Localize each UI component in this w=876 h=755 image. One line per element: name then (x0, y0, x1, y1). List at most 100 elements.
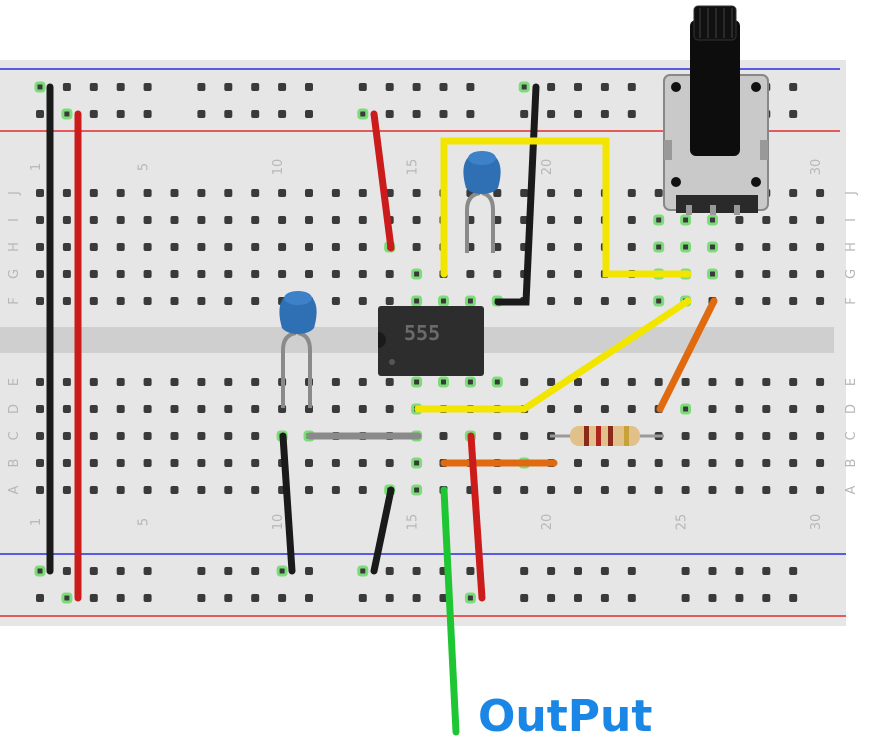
breadboard-hole (278, 270, 287, 278)
breadboard-hole (36, 432, 44, 440)
row-letter-label: B (844, 459, 859, 468)
breadboard-hole (520, 110, 529, 118)
breadboard-hole (89, 189, 98, 197)
breadboard-hole (600, 110, 609, 118)
breadboard-hole (735, 378, 744, 386)
breadboard-hole (816, 270, 825, 278)
breadboard-hole (574, 378, 582, 386)
breadboard-hole (170, 486, 179, 494)
breadboard-hole (789, 216, 798, 224)
breadboard-hole (547, 567, 556, 575)
breadboard-hole (412, 110, 421, 118)
breadboard-hole (708, 459, 717, 467)
row-letter-label: D (844, 404, 859, 414)
breadboard-hole (358, 216, 367, 224)
breadboard-hole (89, 594, 98, 602)
breadboard-hole (789, 270, 798, 278)
breadboard-hole (412, 189, 421, 197)
breadboard-hole (224, 83, 233, 91)
breadboard-hole (816, 459, 825, 467)
output-label: OutPut (478, 691, 652, 742)
breadboard-hole (600, 567, 609, 575)
row-letter-label: G (844, 269, 859, 279)
breadboard-hole (357, 565, 369, 577)
breadboard-hole (143, 486, 152, 494)
breadboard-hole (251, 270, 260, 278)
breadboard-hole (170, 189, 179, 197)
breadboard-hole (278, 83, 287, 91)
breadboard-hole (789, 378, 798, 386)
breadboard-hole (574, 594, 582, 602)
breadboard-hole (36, 378, 44, 386)
breadboard-hole (36, 243, 44, 251)
breadboard-hole (412, 83, 421, 91)
breadboard-hole (412, 243, 421, 251)
breadboard-hole (197, 83, 206, 91)
breadboard-hole (681, 378, 690, 386)
breadboard-hole (305, 83, 313, 91)
breadboard-hole (816, 486, 825, 494)
breadboard-hole (412, 594, 421, 602)
breadboard-hole (600, 594, 609, 602)
breadboard-hole (357, 108, 369, 120)
breadboard-hole (305, 486, 313, 494)
breadboard-hole (547, 270, 556, 278)
breadboard-hole (143, 594, 152, 602)
row-letter-label: E (844, 378, 859, 386)
breadboard-hole (278, 189, 287, 197)
breadboard-hole (680, 241, 692, 253)
breadboard-hole (681, 486, 690, 494)
breadboard-hole (143, 432, 152, 440)
breadboard-hole (600, 297, 609, 305)
breadboard-hole (36, 270, 44, 278)
breadboard-hole (762, 594, 771, 602)
breadboard-hole (251, 189, 260, 197)
breadboard-hole (197, 405, 206, 413)
row-letter-label: F (844, 297, 859, 304)
breadboard-hole (735, 270, 744, 278)
breadboard-hole (358, 486, 367, 494)
breadboard-hole (547, 486, 556, 494)
row-letter-label: H (7, 242, 22, 252)
breadboard-hole (116, 216, 125, 224)
breadboard-hole (305, 189, 313, 197)
breadboard-hole (735, 432, 744, 440)
breadboard-hole (36, 405, 44, 413)
breadboard-hole (439, 83, 448, 91)
breadboard-hole (816, 432, 825, 440)
breadboard-hole (170, 297, 179, 305)
breadboard-hole (224, 216, 233, 224)
breadboard-hole (62, 405, 71, 413)
breadboard-hole (627, 83, 636, 91)
breadboard-hole (89, 486, 98, 494)
breadboard-hole (493, 486, 502, 494)
breadboard-hole (789, 83, 798, 91)
breadboard-hole (411, 268, 423, 280)
breadboard-hole (278, 594, 287, 602)
breadboard-hole (89, 270, 98, 278)
breadboard-hole (735, 405, 744, 413)
potentiometer (663, 5, 769, 215)
breadboard-hole (816, 405, 825, 413)
breadboard-hole (305, 270, 313, 278)
breadboard-hole (34, 81, 46, 93)
breadboard-hole (816, 216, 825, 224)
breadboard-hole (762, 270, 771, 278)
breadboard-hole (224, 378, 233, 386)
breadboard-hole (385, 405, 394, 413)
breadboard-hole (197, 594, 206, 602)
breadboard-hole (493, 216, 502, 224)
breadboard-hole (170, 432, 179, 440)
breadboard-hole (61, 592, 73, 604)
breadboard-hole (143, 567, 152, 575)
breadboard-hole (251, 567, 260, 575)
row-letter-label: F (7, 297, 22, 304)
column-number-label: 5 (137, 518, 152, 526)
breadboard-hole (251, 432, 260, 440)
breadboard-hole (627, 594, 636, 602)
column-number-label: 25 (675, 514, 690, 531)
breadboard-hole (493, 432, 502, 440)
breadboard-hole (411, 376, 423, 388)
breadboard-hole (600, 486, 609, 494)
breadboard-hole (466, 110, 475, 118)
